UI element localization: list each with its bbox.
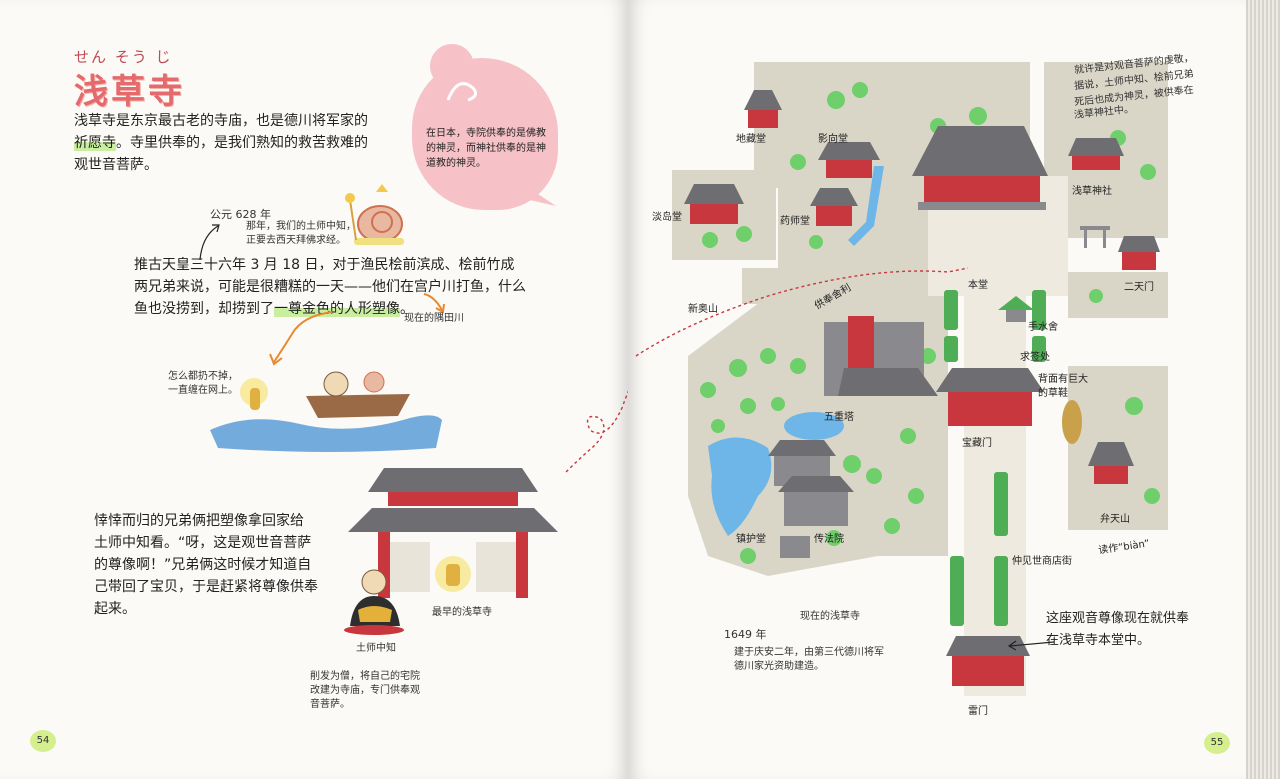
monk-note-1: 削发为僧，将自己的宅院 — [310, 671, 420, 682]
label-denbouin: 传法院 — [814, 534, 844, 545]
label-hondo: 本堂 — [968, 280, 988, 291]
intro-line-3: 观世音菩萨。 — [74, 157, 158, 173]
story-2-line-5: 起来。 — [94, 601, 136, 617]
label-yogodo: 影向堂 — [818, 134, 848, 145]
statue-arrow — [1007, 640, 1055, 651]
fishing-caption-2: 一直缠在网上。 — [168, 385, 238, 396]
label-chingodo: 镇护堂 — [736, 534, 766, 545]
monk-illustration — [344, 569, 404, 635]
left-page: せん そう じ 浅草寺 浅草寺是东京最古老的寺庙，也是德川将军家的 祈愿寺。寺里… — [0, 0, 655, 779]
story-1-line-3: 鱼也没捞到，却捞到了一尊金色的人形塑像。 — [134, 298, 414, 320]
intro-highlight: 祈愿寺 — [74, 135, 116, 151]
map-buildings — [684, 90, 1160, 686]
fishing-boat-illustration — [210, 371, 442, 452]
label-back-note-1: 背面有巨大 — [1038, 374, 1088, 385]
label-chozuya: 手水舍 — [1028, 322, 1058, 333]
year-arrow — [199, 224, 220, 261]
map-trees — [700, 82, 1160, 564]
temple-map — [635, 62, 1168, 696]
label-hozomon: 宝藏门 — [962, 438, 992, 449]
note-1649-1: 建于庆安二年，由第三代德川将军 — [734, 647, 884, 658]
intro-line-2-rest: 。寺里供奉的，是我们熟知的救苦救难的 — [116, 135, 368, 151]
statue-note-1: 这座观音尊像现在就供奉 — [1046, 611, 1190, 626]
year-1649: 1649 年 — [724, 628, 767, 641]
bubble-tail — [526, 186, 556, 206]
map-block-okuyama — [742, 268, 808, 304]
river-arrow — [423, 293, 445, 314]
monk-note-2: 改建为寺庙，专门供奉观 — [310, 685, 420, 696]
early-temple-illustration — [348, 468, 558, 598]
fishing-caption-1: 怎么都扔不掉， — [168, 371, 238, 382]
page-number-left: 54 — [30, 730, 56, 752]
squiggle-arrow — [269, 311, 333, 366]
intro-line-2: 祈愿寺。寺里供奉的，是我们熟知的救苦救难的 — [74, 132, 368, 154]
title-ruby: せん そう じ — [74, 48, 173, 66]
map-block-yakushi — [778, 170, 928, 282]
map-block-nitenmon — [1068, 272, 1168, 318]
label-nitenmon: 二天门 — [1124, 282, 1154, 293]
label-yakushido: 药师堂 — [780, 216, 810, 227]
label-awashimado: 淡岛堂 — [652, 212, 682, 223]
note-line-2: 正要去西天拜佛求经。 — [246, 235, 346, 246]
label-nakamise: 仲见世商店街 — [1012, 556, 1072, 567]
story-2-line-1: 悻悻而归的兄弟俩把塑像拿回家给 — [94, 513, 304, 529]
label-gojunoto: 五重塔 — [824, 412, 854, 423]
map-hedges — [944, 290, 1046, 626]
snail-character-illustration — [345, 184, 404, 245]
map-dotted-route — [635, 267, 969, 357]
story-1-line-1: 推古天皇三十六年 3 月 18 日，对于渔民桧前滨成、桧前竹成 — [134, 257, 515, 273]
bubble-text: 在日本，寺院供奉的是佛教的神灵，而神社供奉的是神道教的神灵。 — [426, 128, 546, 169]
monk-note-3: 音菩萨。 — [310, 699, 350, 710]
page-edges — [1246, 0, 1280, 779]
bubble-swirl-icon — [446, 82, 478, 102]
map-stream — [848, 166, 884, 246]
year-628: 公元 628 年 — [210, 208, 271, 221]
note-1649-2: 德川家光资助建造。 — [734, 661, 824, 672]
map-pond-west — [708, 437, 772, 536]
river-note: 现在的隅田川 — [404, 313, 464, 324]
intro-line-1: 浅草寺是东京最古老的寺庙，也是德川将军家的 — [74, 113, 368, 129]
statue-note-2: 在浅草寺本堂中。 — [1046, 633, 1151, 648]
label-asakusa-jinja: 浅草神社 — [1072, 186, 1112, 197]
label-back-note-2: 的草鞋 — [1038, 388, 1068, 399]
note-line-1: 那年，我们的土师中知， — [246, 221, 356, 232]
label-bentenyama: 弁天山 — [1100, 514, 1130, 525]
right-page: 地藏堂 影向堂 淡岛堂 药师堂 新奥山 供奉舍利 本堂 浅草神社 二天门 手水舍… — [628, 0, 1246, 779]
story-2-line-4: 己带回了宝贝，于是赶紧将尊像供奉 — [94, 579, 318, 595]
story-1-line-2: 两兄弟来说，可能是很糟糕的一天——他们在宫户川打鱼，什么 — [134, 279, 526, 295]
story-2-line-3: 的尊像啊！”兄弟俩这时候才知道自 — [94, 557, 312, 573]
monk-caption: 土师中知 — [356, 643, 396, 654]
map-pond-east — [784, 412, 844, 440]
dotted-path — [565, 345, 655, 473]
story-1-line-3c: 。 — [400, 301, 414, 317]
label-kaminarimon: 雷门 — [968, 706, 988, 717]
speech-bubble — [412, 44, 558, 210]
label-shin-okuyama: 新奥山 — [688, 304, 718, 315]
label-jizodo: 地藏堂 — [736, 134, 766, 145]
story-1-line-3a: 鱼也没捞到，却捞到了 — [134, 301, 274, 317]
early-temple-caption: 最早的浅草寺 — [432, 607, 492, 618]
current-temple-caption: 现在的浅草寺 — [800, 611, 860, 622]
story-2-line-2: 土师中知看。“呀，这是观世音菩萨 — [94, 535, 312, 551]
page-number-right: 55 — [1204, 732, 1230, 754]
label-omikuji: 求签处 — [1020, 352, 1050, 363]
golden-statue-highlight: 一尊金色的人形塑像 — [274, 301, 400, 317]
page-title: 浅草寺 — [74, 72, 185, 112]
